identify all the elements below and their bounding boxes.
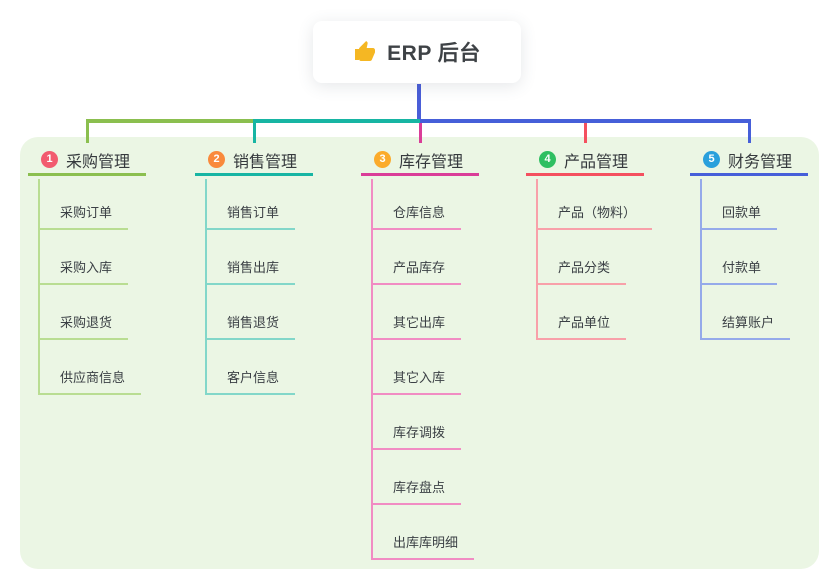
child-topic-row: 库存调拨 bbox=[373, 395, 481, 450]
child-topic-row: 销售退货 bbox=[207, 285, 315, 340]
child-topic-row: 销售订单 bbox=[207, 179, 315, 230]
connector-drop bbox=[418, 123, 422, 143]
branch-number-badge: 4 bbox=[539, 151, 556, 168]
branch-number-badge: 3 bbox=[374, 151, 391, 168]
branch-label: 财务管理 bbox=[728, 153, 793, 171]
child-topic[interactable]: 仓库信息 bbox=[373, 202, 462, 230]
root-label: ERP 后台 bbox=[387, 42, 481, 65]
connector-drop bbox=[747, 119, 751, 143]
child-topic-row: 产品单位 bbox=[538, 285, 646, 340]
branches-panel bbox=[20, 137, 819, 569]
branch-topic[interactable]: 1 采购管理 bbox=[28, 146, 146, 176]
child-topic[interactable]: 结算账户 bbox=[702, 312, 791, 340]
connector-drop bbox=[583, 123, 587, 143]
branch-label: 库存管理 bbox=[399, 153, 464, 171]
branch-topic[interactable]: 5 财务管理 bbox=[690, 146, 808, 176]
child-topic[interactable]: 供应商信息 bbox=[40, 367, 142, 395]
child-topic-row: 付款单 bbox=[702, 230, 810, 285]
connector-bus-segment bbox=[85, 119, 256, 123]
child-topic[interactable]: 回款单 bbox=[702, 202, 778, 230]
child-topic[interactable]: 采购入库 bbox=[40, 257, 129, 285]
branch-children: 仓库信息 产品库存 其它出库 其它入库 库存调拨 库存盘点 出库库明细 bbox=[371, 179, 481, 560]
child-topic-row: 产品库存 bbox=[373, 230, 481, 285]
child-topic[interactable]: 产品库存 bbox=[373, 257, 462, 285]
child-topic[interactable]: 其它入库 bbox=[373, 367, 462, 395]
child-topic-row: 销售出库 bbox=[207, 230, 315, 285]
branch-label: 销售管理 bbox=[233, 153, 298, 171]
branch-children: 回款单 付款单 结算账户 bbox=[700, 179, 810, 340]
connector-bus-segment bbox=[419, 119, 751, 123]
branch-children: 销售订单 销售出库 销售退货 客户信息 bbox=[205, 179, 315, 395]
child-topic-row: 结算账户 bbox=[702, 285, 810, 340]
child-topic-row: 产品分类 bbox=[538, 230, 646, 285]
root-stem bbox=[417, 84, 421, 123]
branch-number-badge: 2 bbox=[208, 151, 225, 168]
child-topic[interactable]: 其它出库 bbox=[373, 312, 462, 340]
child-topic[interactable]: 销售订单 bbox=[207, 202, 296, 230]
child-topic[interactable]: 客户信息 bbox=[207, 367, 296, 395]
branch-label: 采购管理 bbox=[66, 153, 131, 171]
child-topic-row: 其它出库 bbox=[373, 285, 481, 340]
child-topic[interactable]: 产品（物料） bbox=[538, 202, 653, 230]
branch-number-badge: 5 bbox=[703, 151, 720, 168]
child-topic-row: 采购订单 bbox=[40, 179, 148, 230]
connector-drop bbox=[85, 119, 89, 143]
child-topic[interactable]: 库存调拨 bbox=[373, 422, 462, 450]
child-topic-row: 客户信息 bbox=[207, 340, 315, 395]
branch-topic[interactable]: 3 库存管理 bbox=[361, 146, 479, 176]
child-topic[interactable]: 付款单 bbox=[702, 257, 778, 285]
branch-children: 采购订单 采购入库 采购退货 供应商信息 bbox=[38, 179, 148, 395]
root-node[interactable]: ERP 后台 bbox=[313, 21, 521, 83]
child-topic-row: 产品（物料） bbox=[538, 179, 653, 230]
branch-children: 产品（物料） 产品分类 产品单位 bbox=[536, 179, 653, 340]
child-topic[interactable]: 产品单位 bbox=[538, 312, 627, 340]
child-topic-row: 采购入库 bbox=[40, 230, 148, 285]
child-topic[interactable]: 采购退货 bbox=[40, 312, 129, 340]
thumbs-up-icon bbox=[355, 41, 376, 61]
child-topic-row: 库存盘点 bbox=[373, 450, 481, 505]
child-topic[interactable]: 销售出库 bbox=[207, 257, 296, 285]
child-topic-row: 采购退货 bbox=[40, 285, 148, 340]
connector-drop bbox=[252, 119, 256, 143]
child-topic-row: 供应商信息 bbox=[40, 340, 148, 395]
branch-label: 产品管理 bbox=[564, 153, 629, 171]
child-topic[interactable]: 产品分类 bbox=[538, 257, 627, 285]
child-topic-row: 出库库明细 bbox=[373, 505, 481, 560]
child-topic-row: 回款单 bbox=[702, 179, 810, 230]
child-topic[interactable]: 出库库明细 bbox=[373, 532, 475, 560]
child-topic[interactable]: 库存盘点 bbox=[373, 477, 462, 505]
branch-topic[interactable]: 2 销售管理 bbox=[195, 146, 313, 176]
connector-bus-segment bbox=[255, 119, 422, 123]
child-topic[interactable]: 销售退货 bbox=[207, 312, 296, 340]
branch-number-badge: 1 bbox=[41, 151, 58, 168]
child-topic-row: 其它入库 bbox=[373, 340, 481, 395]
child-topic[interactable]: 采购订单 bbox=[40, 202, 129, 230]
branch-topic[interactable]: 4 产品管理 bbox=[526, 146, 644, 176]
child-topic-row: 仓库信息 bbox=[373, 179, 481, 230]
